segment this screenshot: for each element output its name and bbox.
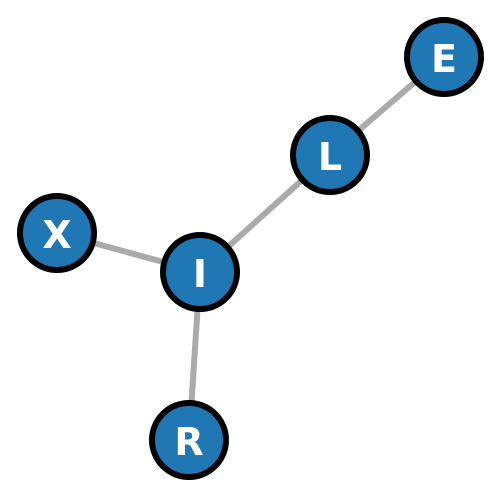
node-circle — [17, 193, 97, 273]
node-label: R — [174, 420, 203, 464]
node-label: L — [318, 135, 342, 179]
edges-layer — [56, 54, 446, 441]
node-circle — [160, 232, 240, 312]
node-l: L — [290, 115, 370, 195]
node-r: R — [149, 400, 229, 480]
nodes-layer: E L X I R — [17, 17, 484, 480]
node-circle — [290, 115, 370, 195]
node-circle — [404, 17, 484, 97]
node-e: E — [404, 17, 484, 97]
node-i: I — [160, 232, 240, 312]
node-label: E — [431, 37, 457, 81]
node-label: X — [42, 213, 71, 257]
node-label: I — [193, 252, 207, 296]
node-x: X — [17, 193, 97, 273]
node-circle — [149, 400, 229, 480]
